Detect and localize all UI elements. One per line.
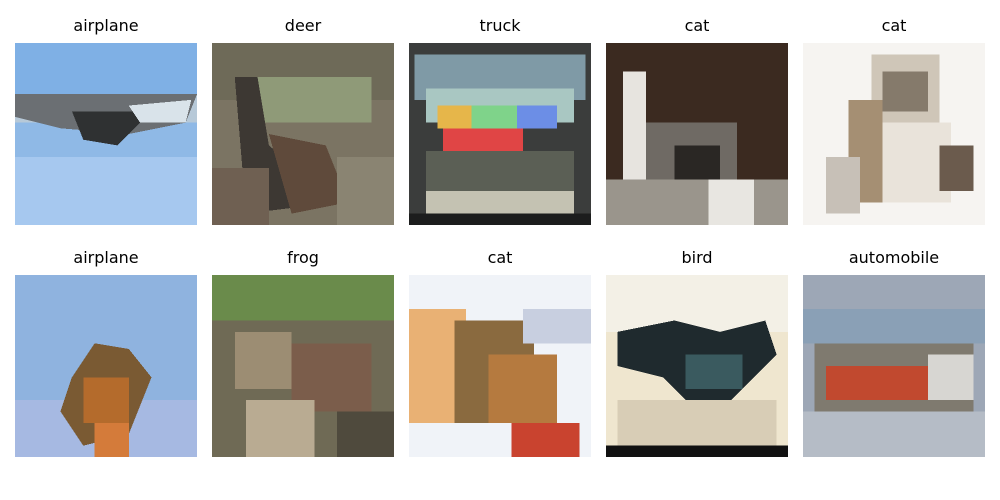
sample-label: cat	[881, 16, 907, 35]
sample-label: frog	[287, 248, 319, 267]
sample-label: deer	[284, 16, 322, 35]
sample-image	[15, 275, 197, 457]
sample-image	[409, 275, 591, 457]
sample-image	[15, 43, 197, 225]
sample-image	[606, 43, 788, 225]
sample-image	[803, 275, 985, 457]
sample-label: truck	[479, 16, 521, 35]
sample-image	[606, 275, 788, 457]
sample-label: bird	[681, 248, 713, 267]
sample-label: cat	[684, 16, 710, 35]
sample-image	[409, 43, 591, 225]
sample-image	[212, 275, 394, 457]
sample-label: cat	[487, 248, 513, 267]
sample-label: airplane	[73, 248, 139, 267]
sample-label: airplane	[73, 16, 139, 35]
sample-label: automobile	[848, 248, 940, 267]
sample-image	[212, 43, 394, 225]
sample-image	[803, 43, 985, 225]
